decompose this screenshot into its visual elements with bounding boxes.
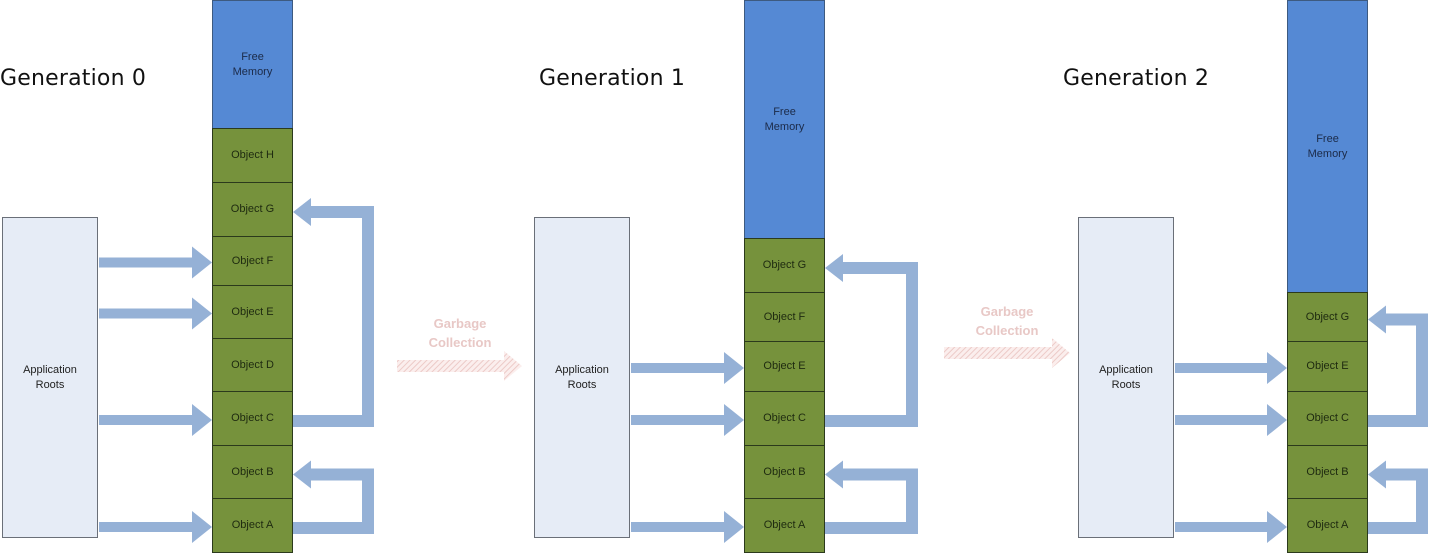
memory-object-object-f: Object F	[212, 236, 293, 286]
object-label: Object C	[763, 412, 806, 424]
object-reference-arrow-object-c-to-object-g	[1368, 305, 1428, 427]
object-label: Object F	[231, 254, 274, 267]
application-roots-label: Application Roots	[23, 363, 77, 391]
application-roots-label: Application Roots	[555, 363, 609, 391]
free-memory-label: Free Memory	[764, 105, 805, 133]
object-label: Object B	[763, 465, 806, 478]
object-reference-arrow-object-c-to-object-g	[293, 198, 374, 427]
memory-object-object-e: Object E	[1287, 341, 1368, 392]
free-memory-block: Free Memory	[744, 0, 825, 239]
generation-0-title: Generation 0	[0, 66, 147, 91]
root-reference-arrow-object-c	[1175, 404, 1287, 436]
free-memory-label: Free Memory	[1307, 132, 1348, 160]
gc-label-text: Garbage Collection	[975, 304, 1039, 338]
free-memory-block: Free Memory	[1287, 0, 1368, 293]
object-label: Object G	[1305, 310, 1350, 323]
object-reference-arrow-object-c-to-object-g	[825, 254, 918, 427]
root-reference-arrow-object-e	[631, 352, 744, 384]
root-reference-arrow-object-a	[631, 511, 744, 543]
free-memory-block: Free Memory	[212, 0, 293, 129]
object-reference-arrow-object-a-to-object-b	[825, 460, 918, 534]
root-reference-arrow-object-e	[99, 297, 212, 330]
gc-transition-label-1: Garbage Collection	[415, 314, 505, 352]
generation-1-title: Generation 1	[539, 66, 686, 91]
root-reference-arrow-object-a	[1175, 511, 1287, 543]
application-roots-gen-1: Application Roots	[534, 217, 630, 538]
object-label: Object E	[231, 305, 274, 318]
free-memory-label: Free Memory	[232, 50, 273, 78]
root-reference-arrow-object-e	[1175, 352, 1287, 384]
application-roots-label: Application Roots	[1099, 363, 1153, 391]
memory-object-object-f: Object F	[744, 292, 825, 342]
generation-2-title: Generation 2	[1063, 66, 1210, 91]
root-reference-arrow-object-c	[99, 404, 212, 436]
object-label: Object B	[231, 465, 274, 478]
gc-transition-label-2: Garbage Collection	[962, 302, 1052, 340]
memory-object-object-c: Object C	[212, 391, 293, 446]
garbage-collection-arrow-2	[944, 338, 1070, 368]
application-roots-gen-0: Application Roots	[2, 217, 98, 538]
object-label: Object A	[1306, 519, 1349, 531]
root-reference-arrow-object-f	[99, 246, 212, 279]
object-reference-arrow-object-a-to-object-b	[293, 460, 374, 534]
application-roots-gen-2: Application Roots	[1078, 217, 1174, 538]
root-reference-arrow-object-c	[631, 404, 744, 436]
memory-object-object-a: Object A	[212, 498, 293, 553]
memory-object-object-c: Object C	[1287, 391, 1368, 446]
object-label: Object C	[231, 412, 274, 424]
object-label: Object D	[231, 358, 274, 371]
gc-label-text: Garbage Collection	[428, 316, 492, 350]
memory-object-object-g: Object G	[744, 238, 825, 293]
object-reference-arrow-object-a-to-object-b	[1368, 460, 1428, 534]
object-label: Object G	[230, 203, 275, 215]
memory-object-object-b: Object B	[212, 445, 293, 499]
object-label: Object A	[231, 519, 274, 531]
memory-object-object-e: Object E	[212, 285, 293, 339]
object-label: Object A	[763, 519, 806, 531]
memory-object-object-a: Object A	[1287, 498, 1368, 553]
object-label: Object H	[231, 149, 274, 161]
object-label: Object B	[1306, 465, 1349, 478]
object-label: Object C	[1306, 412, 1349, 424]
garbage-collection-arrow-1	[397, 351, 522, 381]
memory-object-object-g: Object G	[1287, 292, 1368, 342]
object-label: Object F	[763, 310, 806, 323]
root-reference-arrow-object-a	[99, 511, 212, 543]
object-label: Object E	[763, 360, 806, 372]
memory-object-object-d: Object D	[212, 338, 293, 392]
memory-object-object-h: Object H	[212, 128, 293, 183]
memory-object-object-e: Object E	[744, 341, 825, 392]
memory-object-object-c: Object C	[744, 391, 825, 446]
object-label: Object E	[1306, 360, 1349, 372]
object-label: Object G	[762, 259, 807, 271]
